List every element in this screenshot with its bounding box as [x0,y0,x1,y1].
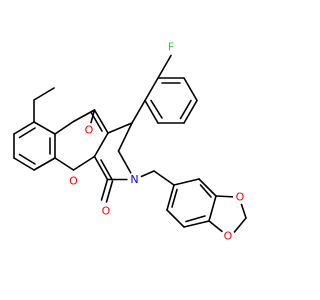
dioxole-oxygen-bottom-label: O [224,230,233,243]
ketone-oxygen-label: O [85,124,94,137]
dioxole-oxygen-top-label: O [236,191,245,204]
molecule-structure: F O O O N O O [13,40,247,243]
atom-label-layer: F O O O N O O [66,40,247,243]
fluorine-label: F [168,41,174,54]
nitrogen-label: N [130,173,138,186]
lactam-oxygen-label: O [102,205,111,218]
ring-oxygen-label: O [69,175,78,188]
bond-layer [13,54,247,234]
